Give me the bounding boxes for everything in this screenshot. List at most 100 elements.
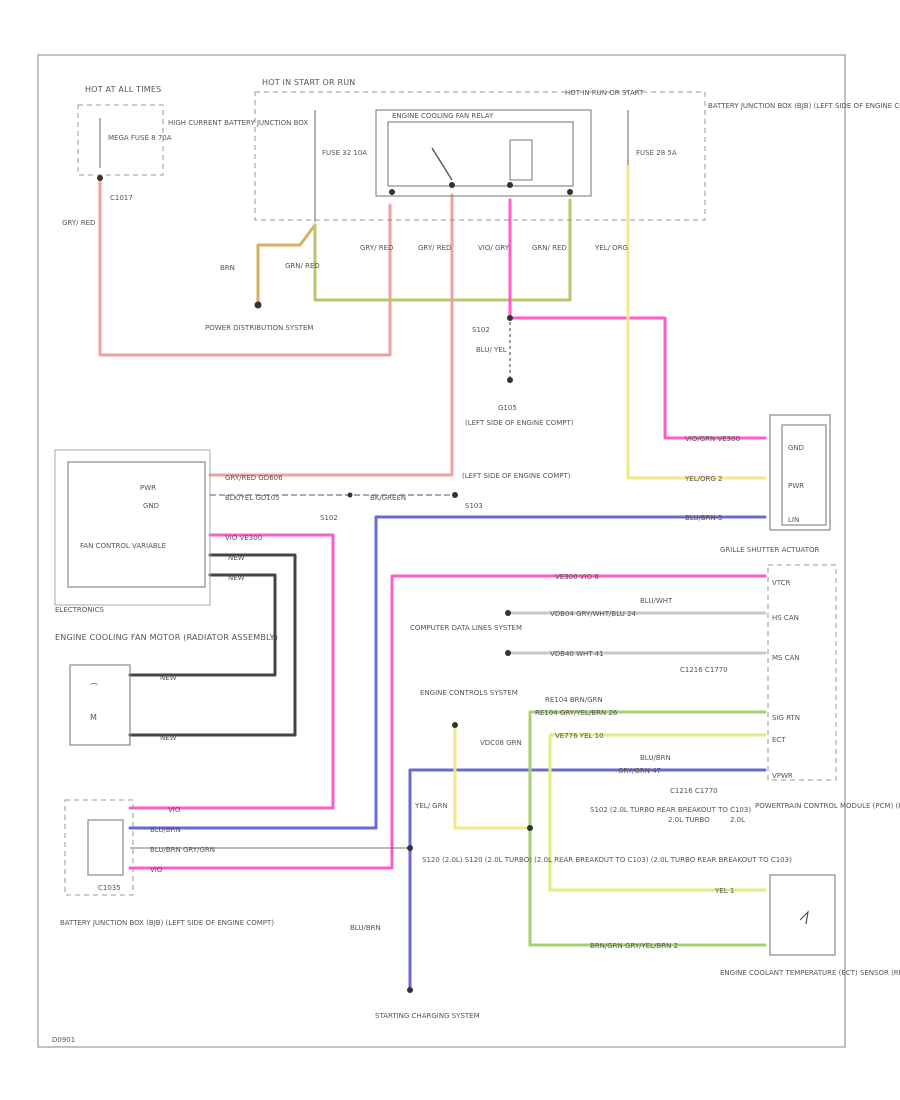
- grille-shutter-box: [769, 414, 831, 531]
- wire-brn-fuse32: [256, 223, 317, 307]
- relay-pin-3: [507, 182, 513, 188]
- engine-controls-node: [452, 722, 458, 728]
- label-wire-gry-red-2: GRY/ RED: [360, 244, 393, 252]
- label-hot-all-times: HOT AT ALL TIMES: [85, 85, 161, 94]
- label-g105-loc: (LEFT SIDE OF ENGINE COMPT): [465, 419, 574, 427]
- mega-fuse-box: [77, 104, 164, 176]
- label-ect-pin-2: BRN/GRN GRY/YEL/BRN 2: [590, 942, 678, 950]
- label-diagram-id: D0901: [52, 1036, 75, 1044]
- wire-gry-red-mega: [98, 178, 392, 357]
- cooling-fan-relay-inner: [387, 121, 574, 187]
- label-s102b: S102: [320, 514, 338, 522]
- wire-gry-red-pwr: [208, 193, 454, 477]
- ect-sensor-symbol: [799, 910, 809, 925]
- wire-dark-motor-2: [128, 573, 277, 677]
- power-distribution-node: [254, 301, 262, 309]
- label-s103: S103: [465, 502, 483, 510]
- label-gs-wire-2: YEL/ORG 2: [684, 475, 722, 483]
- label-gs-pin-vtcr: VTCR: [772, 579, 791, 587]
- label-computer-data-lines: COMPUTER DATA LINES SYSTEM: [410, 624, 522, 632]
- label-can-wire-1: VDB04 GRY/WHT/BLU 24: [550, 610, 637, 618]
- label-gnd-wire: BLK/YEL GD105: [225, 494, 280, 502]
- label-blu-yel: BLU/ YEL: [476, 346, 507, 354]
- label-engine-controls: ENGINE CONTROLS SYSTEM: [420, 689, 518, 697]
- label-turbo-2: 2.0L TURBO: [668, 816, 710, 824]
- g105-top-node: [507, 377, 513, 383]
- label-motor-wire-2: NEW: [160, 734, 177, 742]
- label-fuse28: FUSE 28 5A: [636, 149, 677, 157]
- label-ect-sensor: ENGINE COOLANT TEMPERATURE (ECT) SENSOR …: [720, 969, 900, 977]
- cooling-fan-relay-box: [375, 109, 592, 197]
- wire-yel-grn-s102: [453, 723, 532, 830]
- label-starting-charging: STARTING CHARGING SYSTEM: [375, 1012, 480, 1020]
- s102-splice: [507, 315, 513, 321]
- label-s103-loc: (LEFT SIDE OF ENGINE COMPT): [462, 472, 571, 480]
- label-gs-top-wire: VE300 VIO 6: [555, 573, 599, 581]
- label-wire-gry-red-3: GRY/ RED: [418, 244, 451, 252]
- label-bjb-wire-2: BLU/BRN: [150, 826, 181, 834]
- label-bjb-wire-3: BLU/BRN GRY/GRN: [150, 846, 215, 854]
- s120-splice: [407, 845, 413, 851]
- label-pcm: POWERTRAIN CONTROL MODULE (PCM) (REAR OF…: [755, 802, 900, 810]
- label-s120: S120 (2.0L) S120 (2.0L TURBO) (2.0L REAR…: [422, 856, 792, 864]
- label-pwr: PWR: [140, 484, 156, 492]
- label-power-distribution: POWER DISTRIBUTION SYSTEM: [205, 324, 313, 332]
- label-cooling-fan-relay: ENGINE COOLING FAN RELAY: [392, 112, 494, 120]
- label-bjb-top: BATTERY JUNCTION BOX (BJB) (LEFT SIDE OF…: [708, 102, 900, 110]
- label-wire-vio-gry: VIO/ GRY: [478, 244, 510, 252]
- gnd-splice: [347, 492, 353, 498]
- label-wire-brn: BRN: [220, 264, 235, 272]
- label-bjb-bottom: BATTERY JUNCTION BOX (BJB) (LEFT SIDE OF…: [60, 919, 274, 927]
- label-pwr-wire: GRY/RED GD606: [225, 474, 283, 482]
- label-gs-pin-hscan: HS CAN: [772, 614, 799, 622]
- wire-blu-brn-grille: [128, 515, 767, 830]
- bjb-bottom-inner: [87, 819, 124, 876]
- label-blu-brn-wire: GRY/GRN 47: [618, 767, 661, 775]
- wire-vio-vtcr: [128, 574, 767, 870]
- wire-brn-grn-sig-rtn: [528, 710, 767, 947]
- label-ect-wire-3: VE776 YEL 10: [555, 732, 604, 740]
- label-blu-brn-left: BLU/BRN: [350, 924, 381, 932]
- wire-dark-motor-1: [128, 553, 297, 737]
- label-pin-sig-rtn: SIG RTN: [772, 714, 800, 722]
- motor-symbol: M: [90, 713, 97, 722]
- label-blu-wht: BLU/WHT: [640, 597, 673, 605]
- label-ect-wire-2: RE104 GRY/YEL/BRN 26: [535, 709, 618, 717]
- label-wire-yel-org: YEL/ ORG: [594, 244, 628, 252]
- label-c1035: C1035: [98, 884, 121, 892]
- label-fan-wire-1: VIO VE300: [225, 534, 262, 542]
- wire-blu-brn-pcm: [408, 768, 767, 992]
- label-fan-wire-3: NEW: [228, 574, 245, 582]
- label-vdc08-grn: VDC08 GRN: [480, 739, 522, 747]
- starting-node: [407, 987, 413, 993]
- label-high-current-bjb: HIGH CURRENT BATTERY JUNCTION BOX: [168, 119, 308, 127]
- relay-pin-1: [389, 189, 395, 195]
- label-motor-wire-1: NEW: [160, 674, 177, 682]
- motor-symbol-top: ⌒: [90, 683, 98, 692]
- label-g105-wire: BK/GREEN: [370, 494, 406, 502]
- label-grille-shutter: GRILLE SHUTTER ACTUATOR: [720, 546, 820, 554]
- label-gs-pin-gnd: GND: [788, 444, 804, 452]
- wire-yel-grn-vpwr: [548, 733, 767, 892]
- label-electronics: ELECTRONICS: [55, 606, 104, 614]
- label-ect-pin-1: YEL 1: [714, 887, 734, 895]
- fan-control-outer: [54, 449, 211, 606]
- label-gs-wire-3: BLU/BRN 3: [685, 514, 722, 522]
- label-yel-grn: YEL/ GRN: [414, 802, 448, 810]
- label-turbo-3: 2.0L: [730, 816, 745, 824]
- s102-turbo-splice: [527, 825, 533, 831]
- label-pin-ect: ECT: [772, 736, 786, 744]
- label-gs-pin-pwr: PWR: [788, 482, 804, 490]
- label-fan-control-variable: FAN CONTROL VARIABLE: [80, 542, 166, 550]
- pcm-box: [767, 564, 837, 781]
- grille-shutter-inner: [781, 424, 827, 526]
- label-gnd: GND: [143, 502, 159, 510]
- relay-pin-2: [449, 182, 455, 188]
- bjb-fuse-box: [254, 91, 706, 221]
- label-hot-start-run: HOT IN START OR RUN: [262, 78, 355, 87]
- relay-switch: [431, 147, 453, 181]
- fan-control-module: [67, 461, 206, 588]
- label-c1216: C1216 C1770: [680, 666, 728, 674]
